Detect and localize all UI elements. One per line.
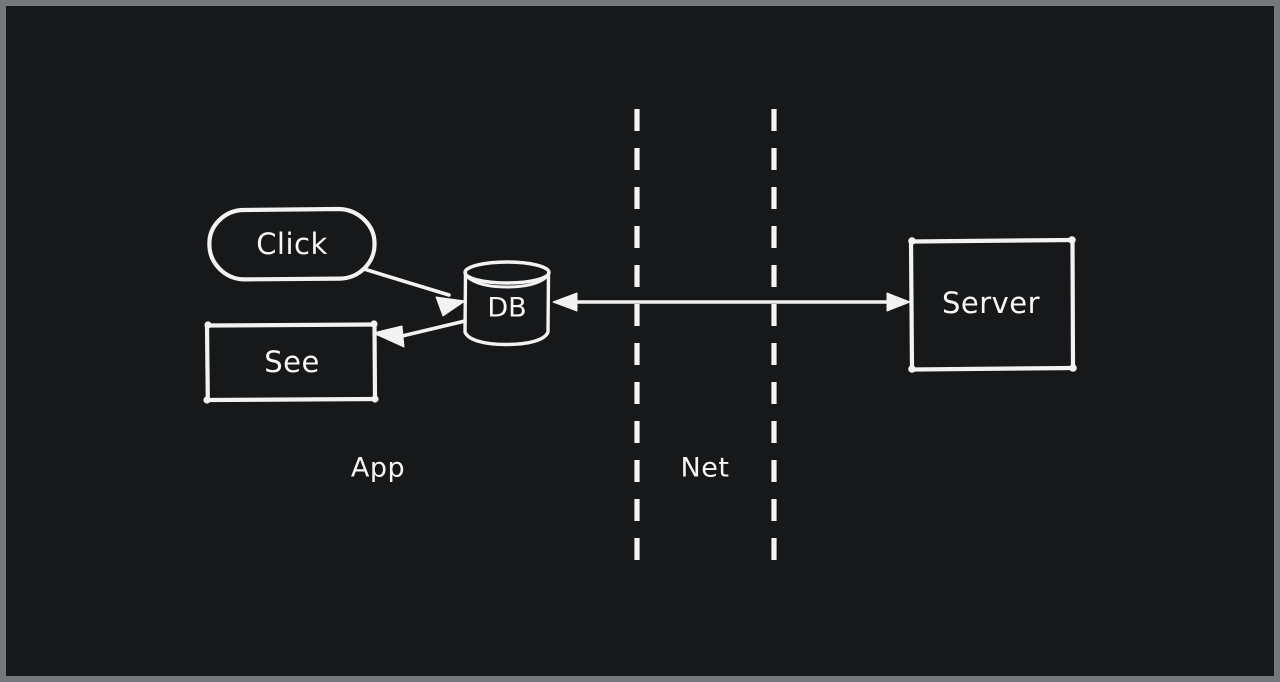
node-server-label: Server <box>942 286 1040 320</box>
corner-dot <box>908 365 916 373</box>
edge-db-to-server[interactable] <box>552 292 911 312</box>
arrow-head-left <box>552 292 578 312</box>
node-db-label: DB <box>487 293 526 324</box>
corner-dot <box>908 237 916 245</box>
zone-label-net: Net <box>681 453 730 484</box>
corner-dot <box>203 396 211 404</box>
node-click[interactable]: Click <box>207 206 377 282</box>
diagram-surface[interactable]: Click See DB <box>6 6 1280 682</box>
corner-dot <box>204 321 212 329</box>
node-click-label: Click <box>256 227 328 261</box>
arrow-head-right <box>886 292 911 312</box>
node-server[interactable]: Server <box>908 236 1077 373</box>
node-db[interactable]: DB <box>463 260 551 347</box>
node-see-label: See <box>264 345 320 379</box>
edge-db-to-see[interactable] <box>372 319 467 348</box>
node-see[interactable]: See <box>203 320 379 404</box>
corner-dot <box>370 320 378 328</box>
corner-dot <box>371 395 379 403</box>
zone-label-app: App <box>351 453 405 484</box>
corner-dot <box>1069 364 1077 372</box>
corner-dot <box>1068 236 1076 244</box>
edge-click-to-db[interactable] <box>362 267 466 317</box>
